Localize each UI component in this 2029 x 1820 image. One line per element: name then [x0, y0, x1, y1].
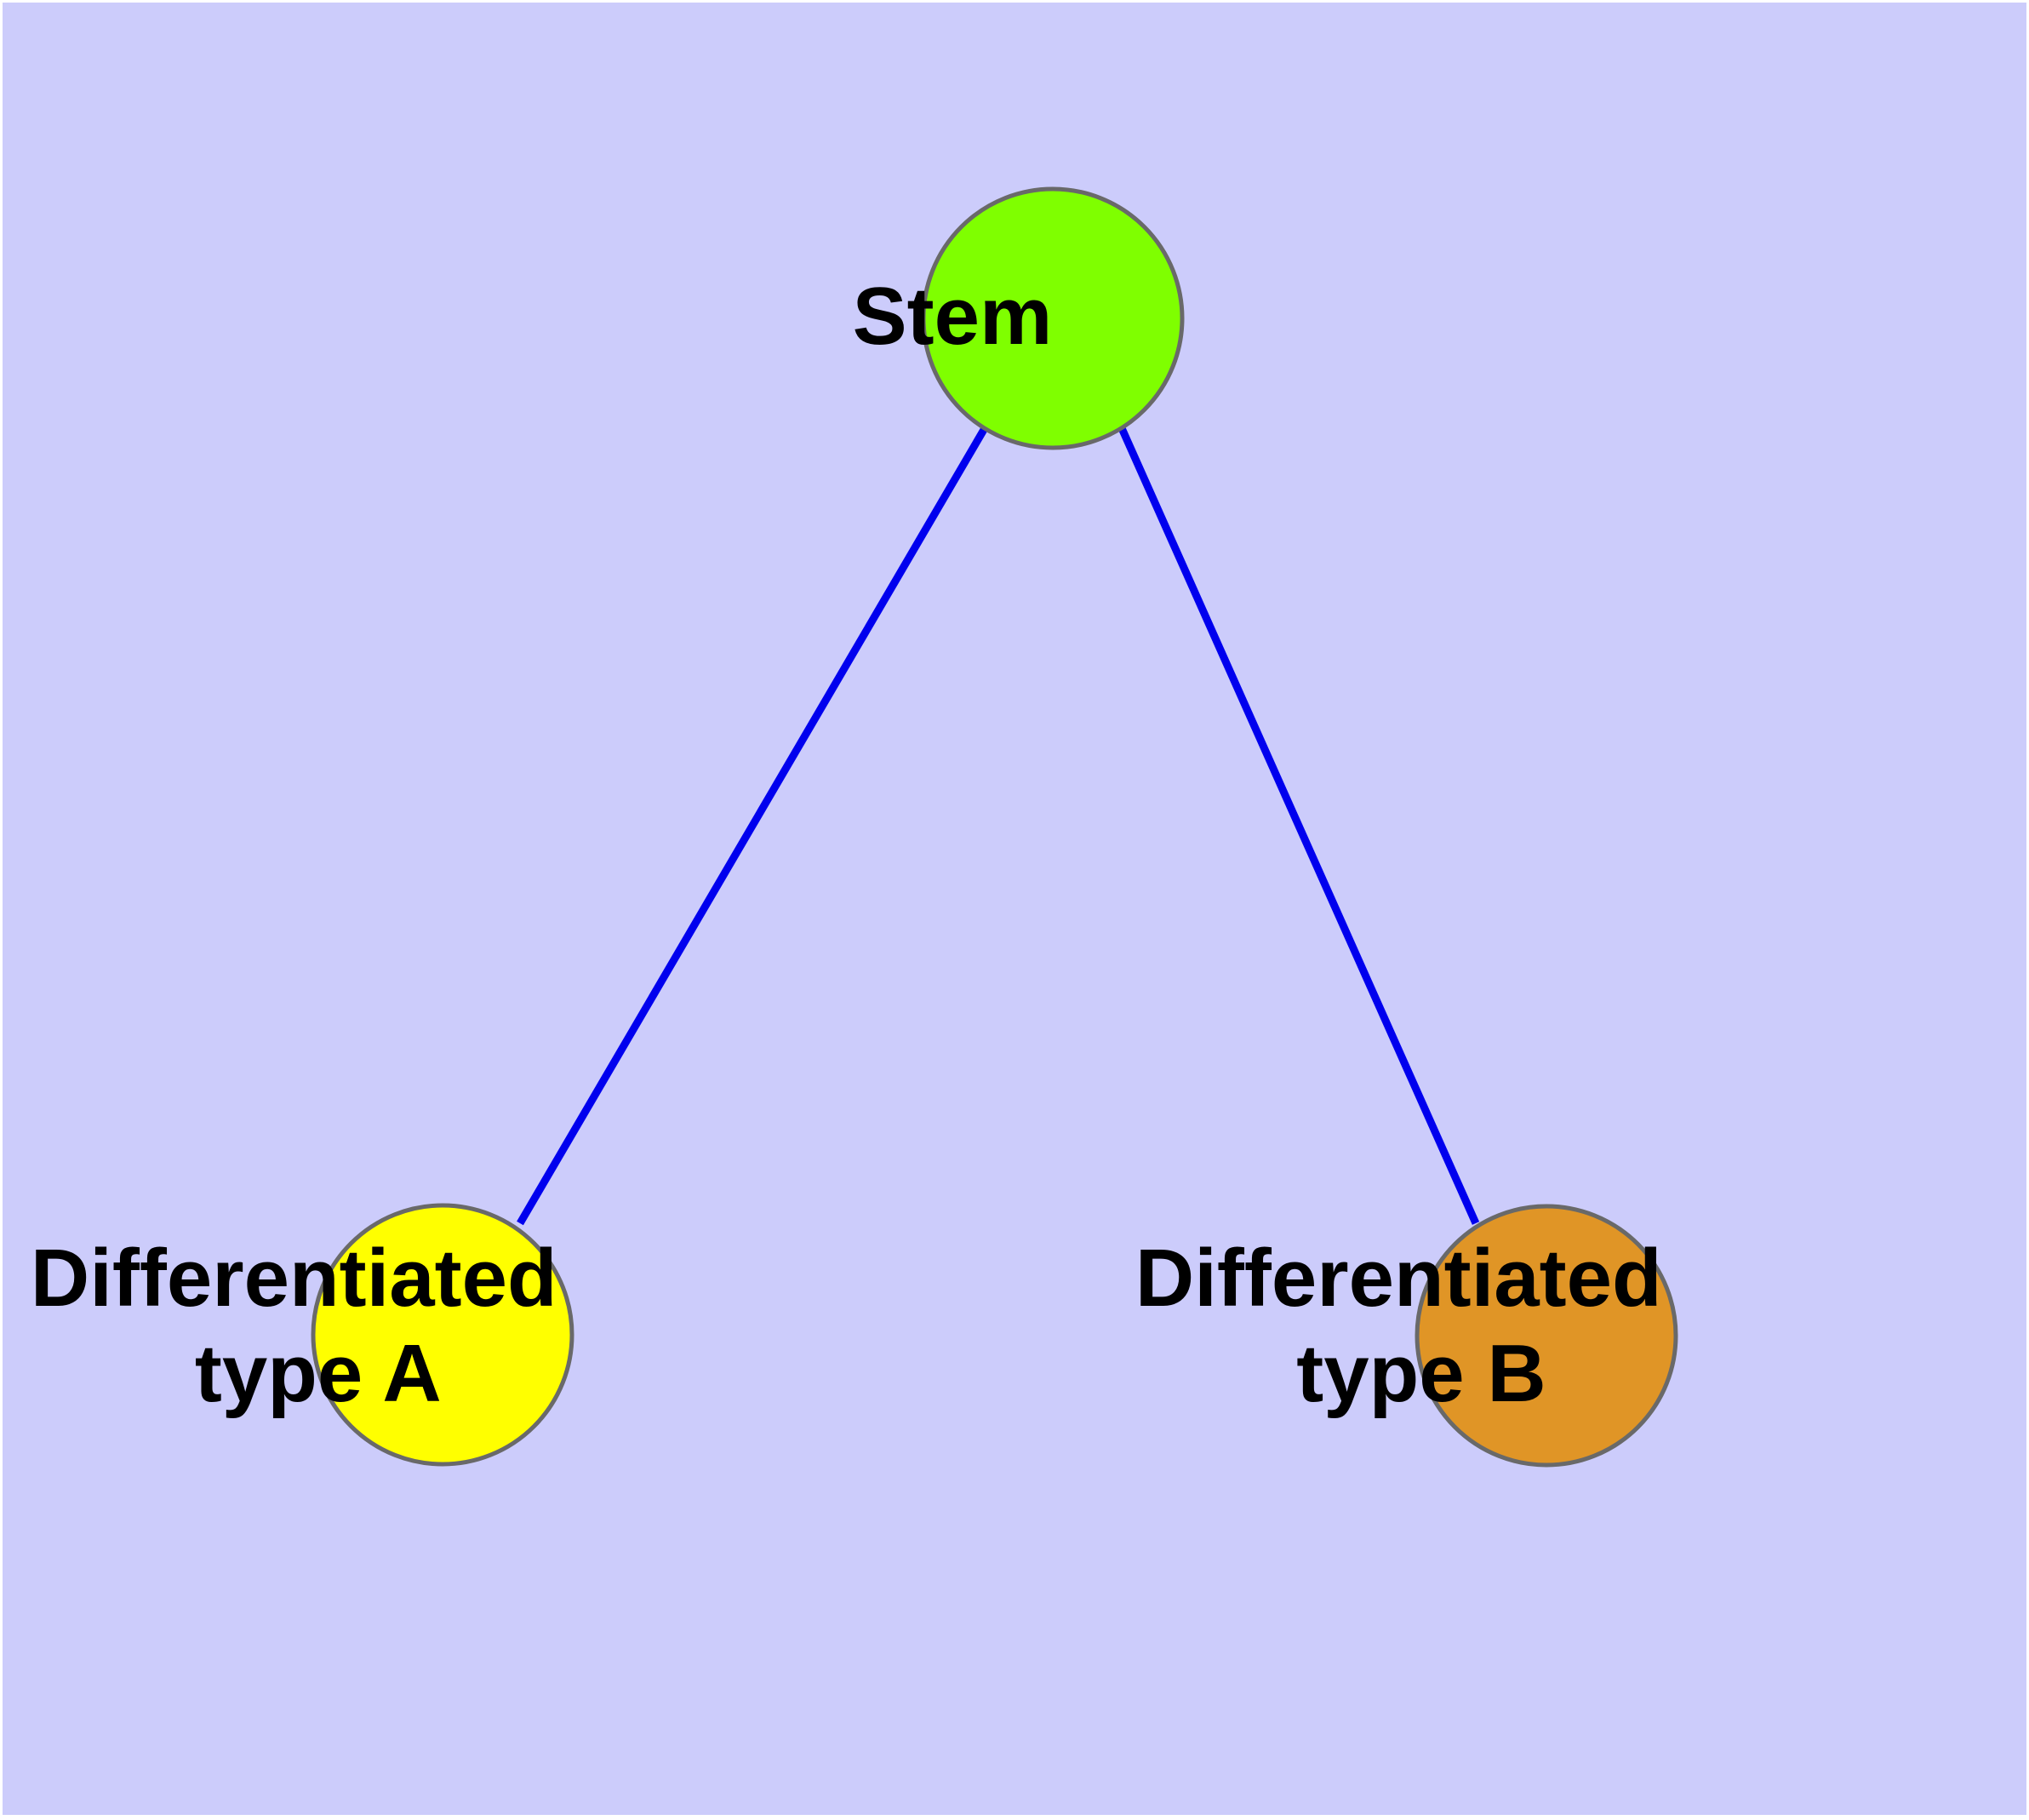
- edge-stem-to-diff-b[interactable]: [1117, 426, 1480, 1225]
- edge-stem-to-diff-a[interactable]: [517, 426, 988, 1226]
- node-stem[interactable]: Stem: [853, 186, 1257, 450]
- node-layer: Stem Differentiated type A Differentiate…: [31, 186, 1912, 1468]
- node-stem-label: Stem: [853, 271, 1257, 362]
- node-differentiated-type-a-circle[interactable]: [311, 1203, 574, 1467]
- node-differentiated-type-a-label: Differentiated type A: [31, 1233, 807, 1419]
- edge-layer: [517, 426, 1480, 1226]
- node-stem-label-line-1: Stem: [853, 271, 1053, 362]
- node-differentiated-type-b-label-line-1: Differentiated: [1135, 1233, 1662, 1324]
- node-differentiated-type-b-circle[interactable]: [1415, 1204, 1678, 1468]
- node-differentiated-type-a[interactable]: Differentiated type A: [31, 1203, 807, 1467]
- node-stem-circle[interactable]: [921, 186, 1185, 450]
- node-differentiated-type-b-label: Differentiated type B: [1135, 1233, 1912, 1419]
- node-differentiated-type-b[interactable]: Differentiated type B: [1135, 1204, 1912, 1468]
- node-differentiated-type-b-label-line-2: type B: [1296, 1328, 1546, 1419]
- node-differentiated-type-a-label-line-1: Differentiated: [31, 1233, 557, 1324]
- node-differentiated-type-a-label-line-2: type A: [195, 1328, 440, 1419]
